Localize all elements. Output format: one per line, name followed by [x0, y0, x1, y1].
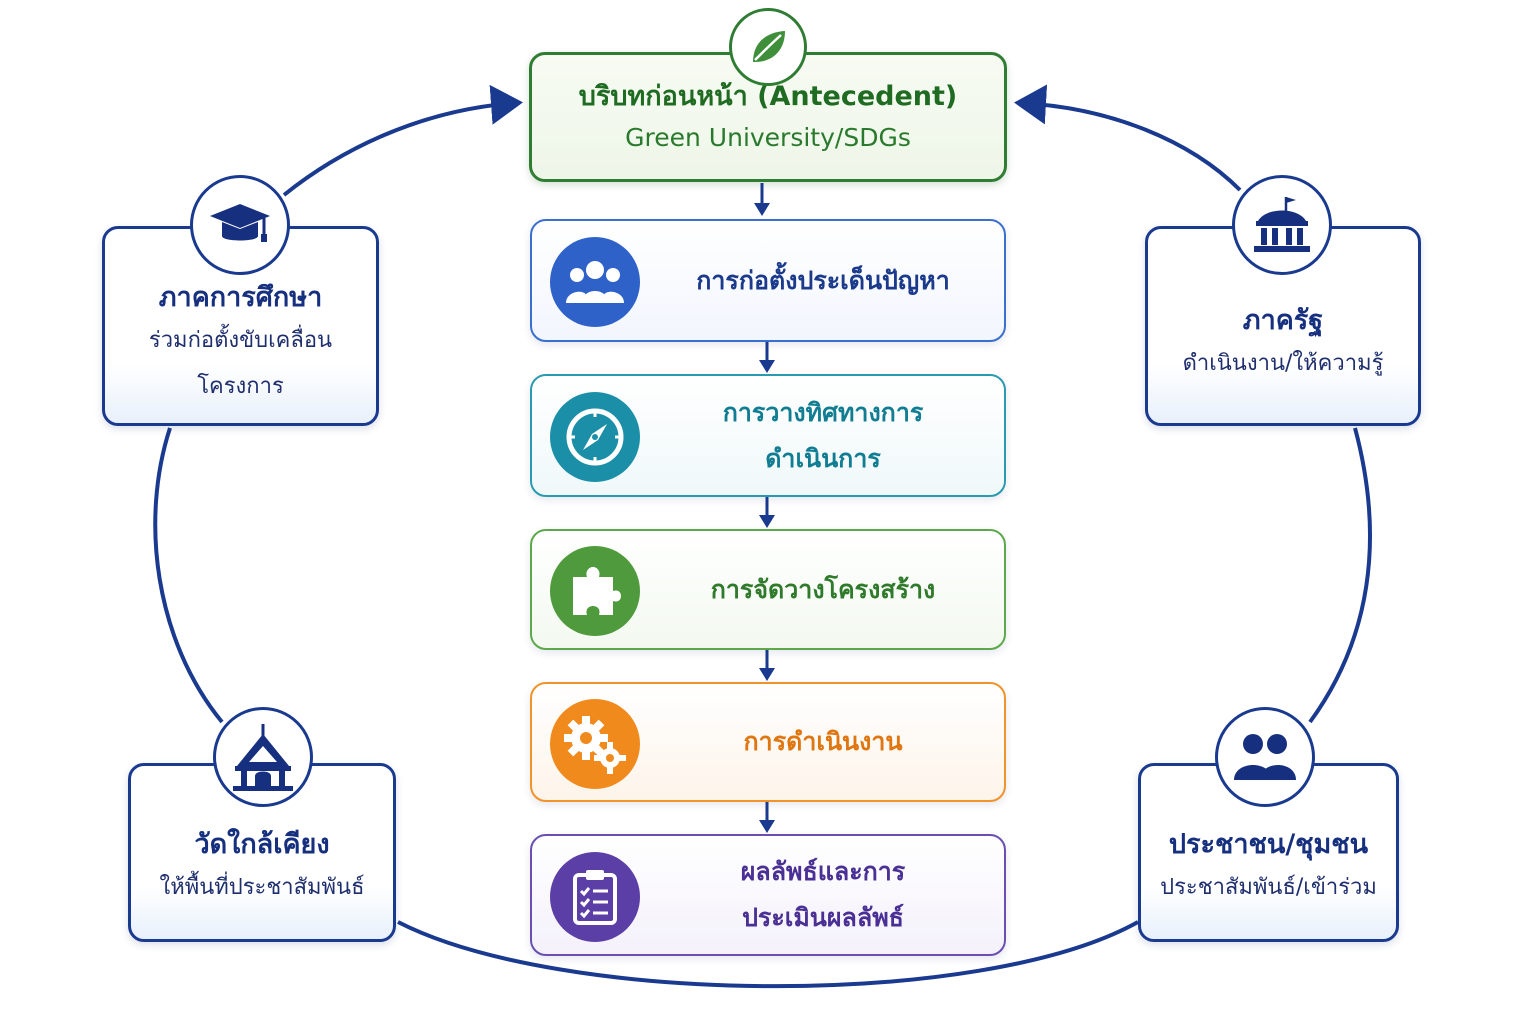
arrow-2 [759, 342, 775, 373]
antecedent-subtitle: Green University/SDGs [625, 123, 911, 152]
step-structure-arrangement: การจัดวางโครงสร้าง [530, 529, 1006, 650]
temple-icon [233, 724, 293, 791]
arrow-1 [754, 183, 770, 216]
step-direction-setting: การวางทิศทางการ ดำเนินการ [530, 374, 1006, 497]
step-3-line-1: การจัดวางโครงสร้าง [710, 574, 936, 604]
puzzle-icon [573, 567, 621, 615]
gears-icon [564, 716, 626, 774]
clipboard-checklist-icon [573, 870, 617, 925]
people-icon [1234, 734, 1296, 780]
temple-title: วัดใกล้เคียง [194, 828, 330, 860]
step-5-line-2: ประเมินผลลัพธ์ [742, 903, 904, 932]
arrow-3 [759, 497, 775, 528]
ring-arc-right-top [1014, 84, 1242, 192]
arrow-4 [759, 650, 775, 681]
antecedent-title: บริบทก่อนหน้า (Antecedent) [578, 81, 958, 112]
step-4-label: การดำเนินงาน [652, 684, 994, 800]
government-badge [1232, 175, 1332, 275]
ring-arc-bottom [397, 920, 1139, 989]
step-5-line-1: ผลลัพธ์และการ [740, 857, 906, 886]
graduation-cap-icon [210, 204, 270, 242]
step-3-icon-circle [550, 546, 640, 636]
government-building-icon [1254, 197, 1310, 252]
step-5-label: ผลลัพธ์และการ ประเมินผลลัพธ์ [652, 836, 994, 954]
ring-arc-right [1308, 427, 1372, 724]
ring-arc-left-top [282, 84, 523, 197]
step-1-line-1: การก่อตั้งประเด็นปัญหา [696, 265, 950, 295]
community-title: ประชาชน/ชุมชน [1168, 828, 1369, 860]
step-1-label: การก่อตั้งประเด็นปัญหา [652, 221, 994, 340]
temple-badge [213, 707, 313, 807]
step-2-label: การวางทิศทางการ ดำเนินการ [652, 376, 994, 495]
step-1-icon-circle [550, 237, 640, 327]
step-results-evaluation: ผลลัพธ์และการ ประเมินผลลัพธ์ [530, 834, 1006, 956]
arrow-5 [759, 802, 775, 833]
education-title: ภาคการศึกษา [158, 282, 323, 313]
group-icon [566, 261, 624, 303]
temple-line-1: ให้พื้นที่ประชาสัมพันธ์ [159, 874, 365, 900]
leaf-icon [753, 31, 785, 62]
education-line-2: โครงการ [197, 374, 284, 399]
card-people-community: ประชาชน/ชุมชน ประชาสัมพันธ์/เข้าร่วม [1138, 763, 1399, 942]
community-line-1: ประชาสัมพันธ์/เข้าร่วม [1160, 874, 1377, 900]
step-2-icon-circle [550, 392, 640, 482]
step-4-line-1: การดำเนินงาน [743, 727, 903, 756]
education-badge [190, 175, 290, 275]
step-problem-formation: การก่อตั้งประเด็นปัญหา [530, 219, 1006, 342]
step-3-label: การจัดวางโครงสร้าง [652, 531, 994, 648]
community-badge [1215, 707, 1315, 807]
ring-arc-left [153, 427, 224, 724]
government-title: ภาครัฐ [1242, 305, 1324, 336]
compass-icon [566, 408, 624, 466]
step-4-icon-circle [550, 699, 640, 789]
step-5-icon-circle [550, 852, 640, 942]
step-implementation: การดำเนินงาน [530, 682, 1006, 802]
government-line-1: ดำเนินงาน/ให้ความรู้ [1182, 351, 1384, 376]
step-2-line-2: ดำเนินการ [765, 443, 881, 473]
leaf-badge [729, 8, 807, 86]
step-2-line-1: การวางทิศทางการ [722, 397, 924, 427]
education-line-1: ร่วมก่อตั้งขับเคลื่อน [148, 328, 333, 353]
